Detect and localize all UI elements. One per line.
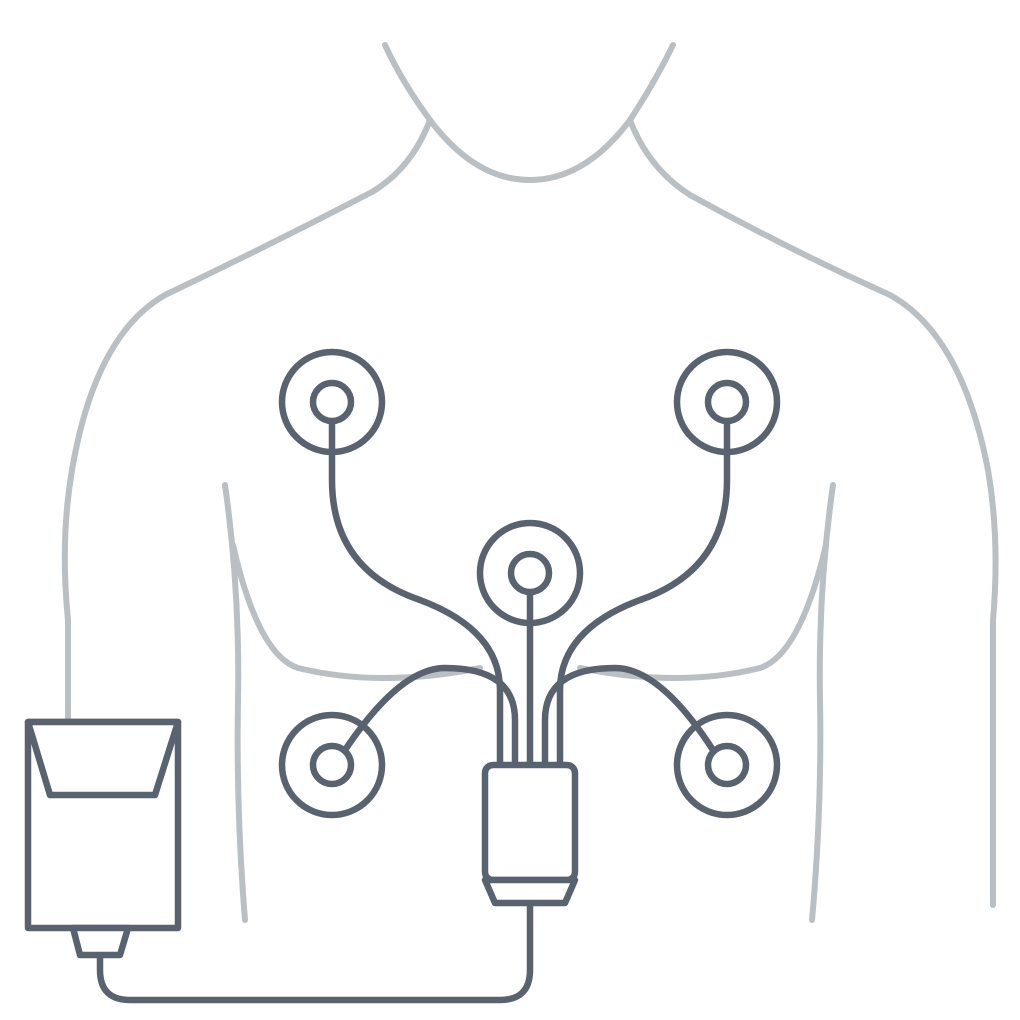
lead-wire [341,664,519,769]
torso-outline [61,42,999,923]
recorder-cable [96,899,534,1004]
recorder-cap [481,876,579,907]
neck-left [382,42,433,123]
recorder-unit [481,761,579,884]
electrode [278,348,386,456]
pouch-flap [24,718,182,799]
right-shoulder [627,117,999,908]
left-shoulder [61,117,433,723]
electrode [673,711,781,819]
holter-device [24,348,781,1004]
electrode [278,711,386,819]
electrode [673,348,781,456]
neck-right [627,42,676,123]
neckline [427,117,633,183]
lead-wire [328,418,504,769]
pouch-connector [69,924,132,959]
lead-wire [541,664,717,769]
lead-wire [556,418,731,769]
electrode [476,519,584,627]
